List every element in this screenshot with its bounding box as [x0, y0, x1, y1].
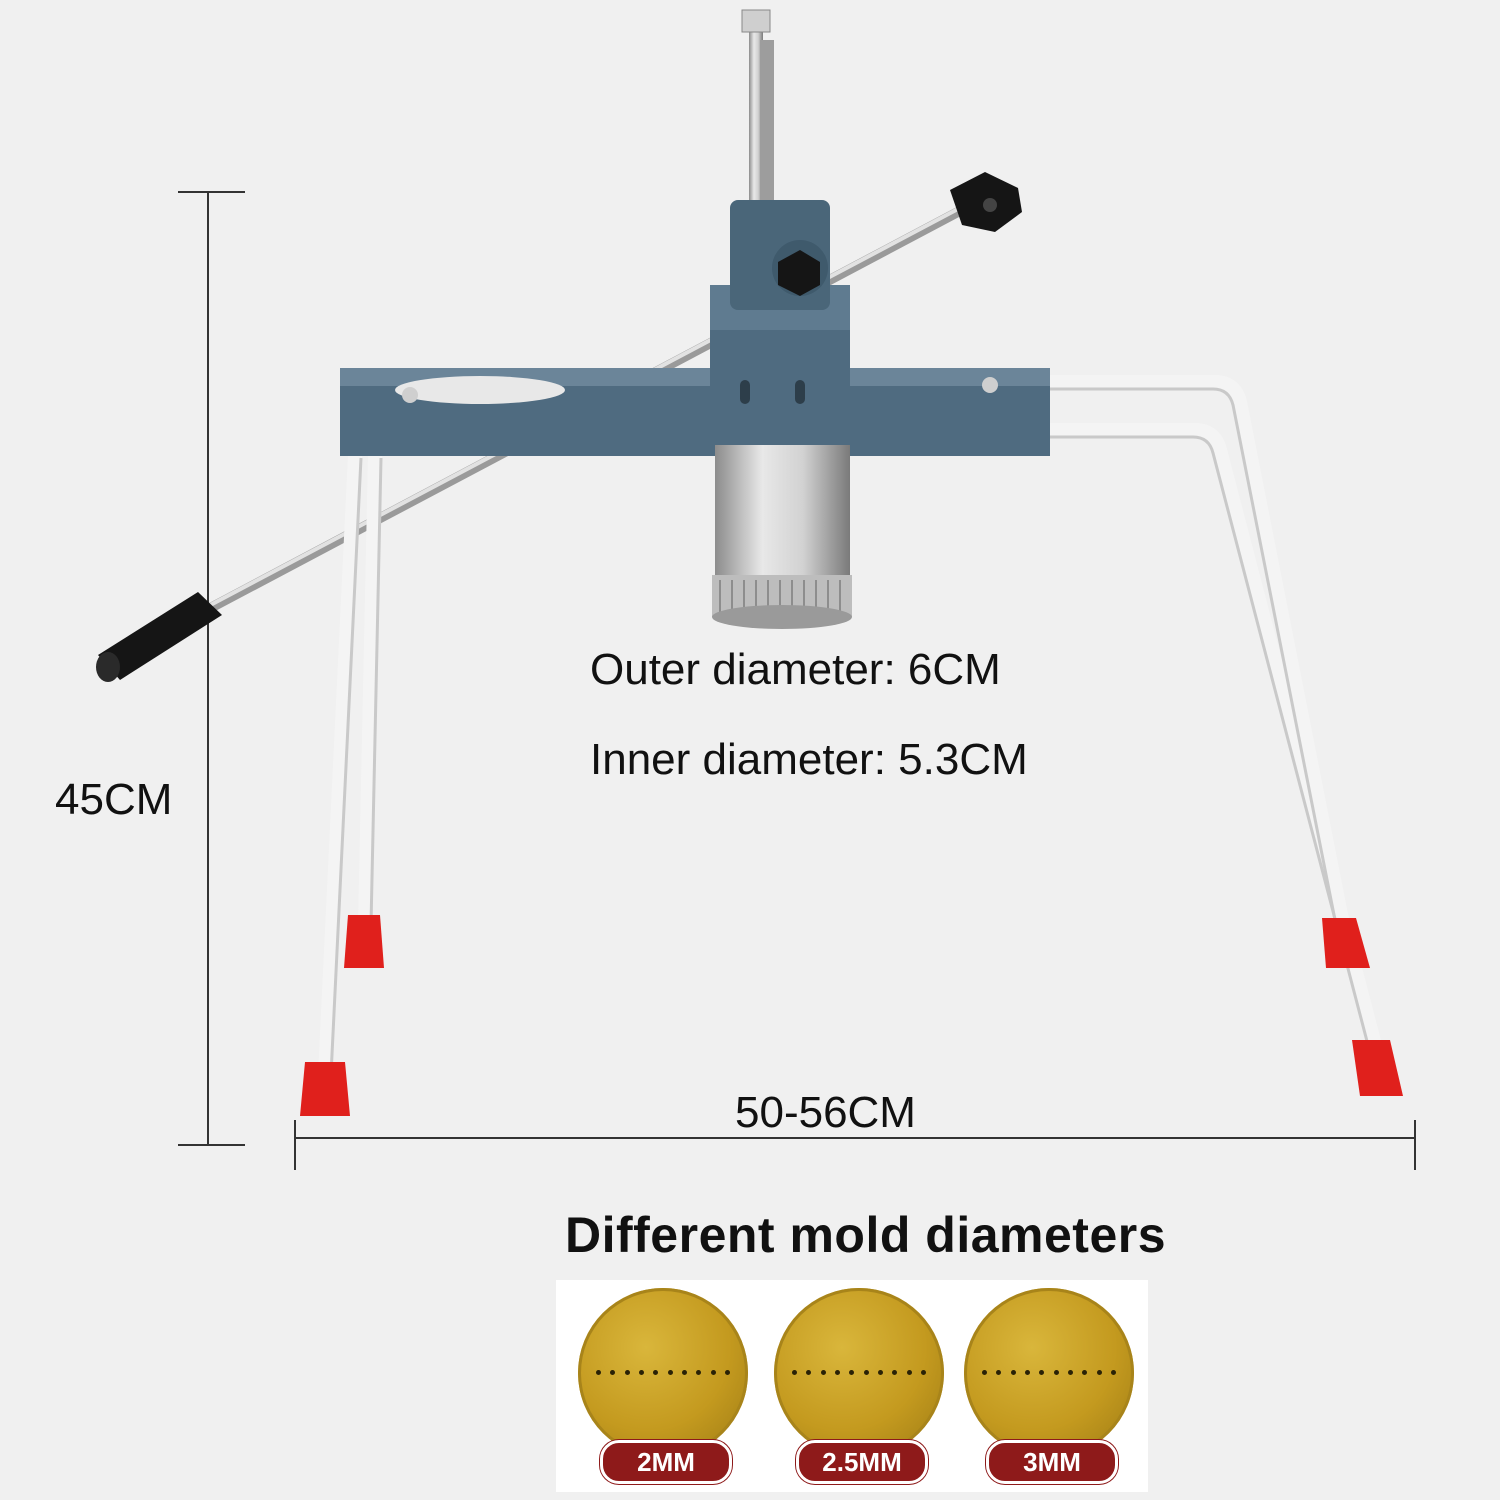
rack-rod	[741, 9, 774, 215]
cylinder	[712, 440, 852, 629]
lever-pivot-knob-icon	[778, 250, 820, 296]
right-legs-shade	[1045, 387, 1370, 1046]
right-legs	[1038, 375, 1382, 1052]
outer-diameter-label: Outer diameter: 6CM	[590, 645, 1001, 694]
mold-holes	[596, 1370, 730, 1378]
mold-disc-icon	[964, 1288, 1134, 1458]
mold-item: 2.5MM	[774, 1288, 944, 1488]
width-dimension-label: 50-56CM	[735, 1088, 916, 1137]
mold-size-badge: 3MM	[986, 1440, 1118, 1484]
height-dimension-line	[178, 191, 245, 1146]
rubber-foot-icon	[300, 915, 1403, 1116]
gear-housing	[710, 200, 850, 445]
mold-item: 2MM	[578, 1288, 748, 1488]
mold-disc-icon	[774, 1288, 944, 1458]
mold-holes	[792, 1370, 926, 1378]
width-dimension-line	[294, 1120, 1416, 1170]
mold-size-badge: 2.5MM	[796, 1440, 928, 1484]
mold-section-title: Different mold diameters	[565, 1207, 1167, 1263]
left-legs-shade	[329, 457, 383, 1076]
mold-panel: 2MM 2.5MM 3MM	[556, 1280, 1148, 1492]
lever-knob-icon	[950, 172, 1022, 232]
left-legs	[318, 448, 382, 1082]
inner-diameter-label: Inner diameter: 5.3CM	[590, 735, 1028, 784]
mold-disc-icon	[578, 1288, 748, 1458]
frame-crossbar	[340, 368, 1050, 456]
height-dimension-label: 45CM	[55, 775, 173, 824]
lever-grip-icon	[96, 592, 222, 682]
mold-size-badge: 2MM	[600, 1440, 732, 1484]
mold-holes	[982, 1370, 1116, 1378]
mold-item: 3MM	[964, 1288, 1134, 1488]
